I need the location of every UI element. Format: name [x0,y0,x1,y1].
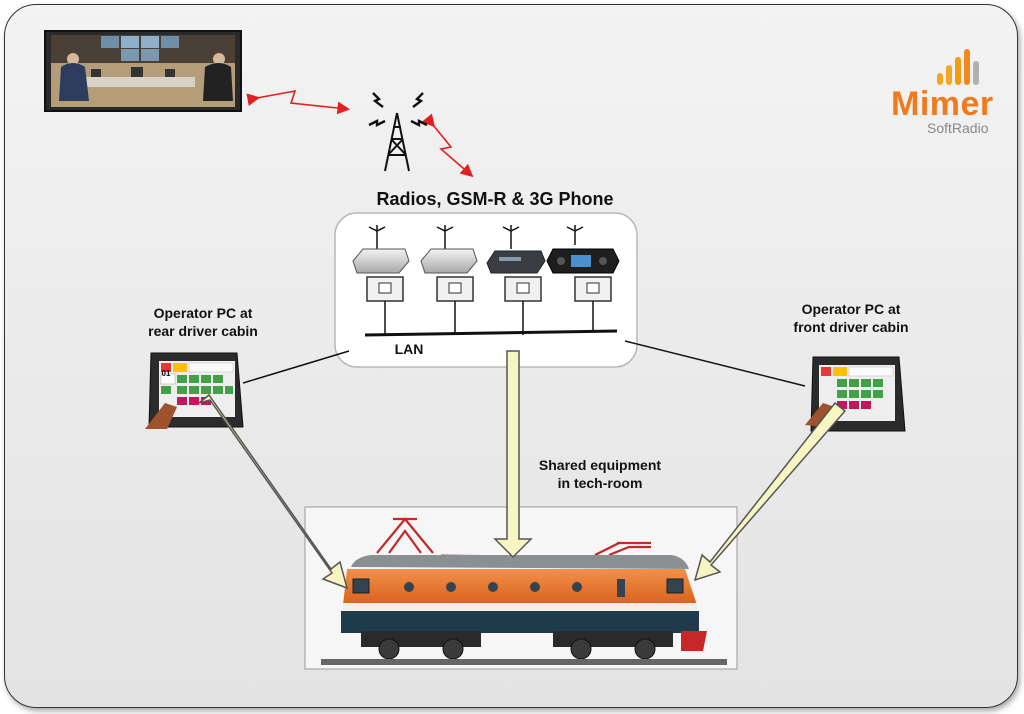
operator-rear-label-1: Operator PC at [153,305,253,321]
operator-front-label-2: front driver cabin [793,319,909,335]
radio-unit-icon [546,225,620,331]
shared-equipment-label-2: in tech-room [557,475,643,491]
radio-link-tower [421,113,474,178]
logo-wordmark: Mimer [891,85,994,123]
diagram-slide: Mimer SoftRadio Radios, GSM-R & 3G Phone… [4,4,1018,708]
lan-link-rear [242,350,350,384]
logo-subtitle: SoftRadio [927,120,989,136]
panel-number: 01 [161,369,171,378]
arrow-shared-to-loco [493,350,533,559]
signal-bars-logo-icon [937,49,979,85]
diagram-canvas [44,30,979,670]
operator-rear-label-2: rear driver cabin [148,323,258,339]
radio-unit-icon [420,225,478,335]
arrow-rear-pc-to-loco [198,393,349,590]
radios-title: Radios, GSM-R & 3G Phone [376,189,614,209]
radio-tower-icon [368,92,428,172]
lan-label: LAN [394,341,424,357]
arrow-front-pc-to-loco [693,401,847,582]
touchscreen-pc-icon [805,356,906,432]
lan-link-front [624,340,806,387]
lan-bus [364,329,618,337]
operator-front-label-1: Operator PC at [801,301,901,317]
radio-unit-icon [352,225,410,335]
control-room-photo [44,30,242,112]
radio-unit-icon [486,225,546,335]
shared-equipment-label-1: Shared equipment [538,457,662,473]
locomotive-image [304,506,738,670]
radio-link-control-room [246,89,351,115]
touchscreen-pc-icon [145,352,244,429]
